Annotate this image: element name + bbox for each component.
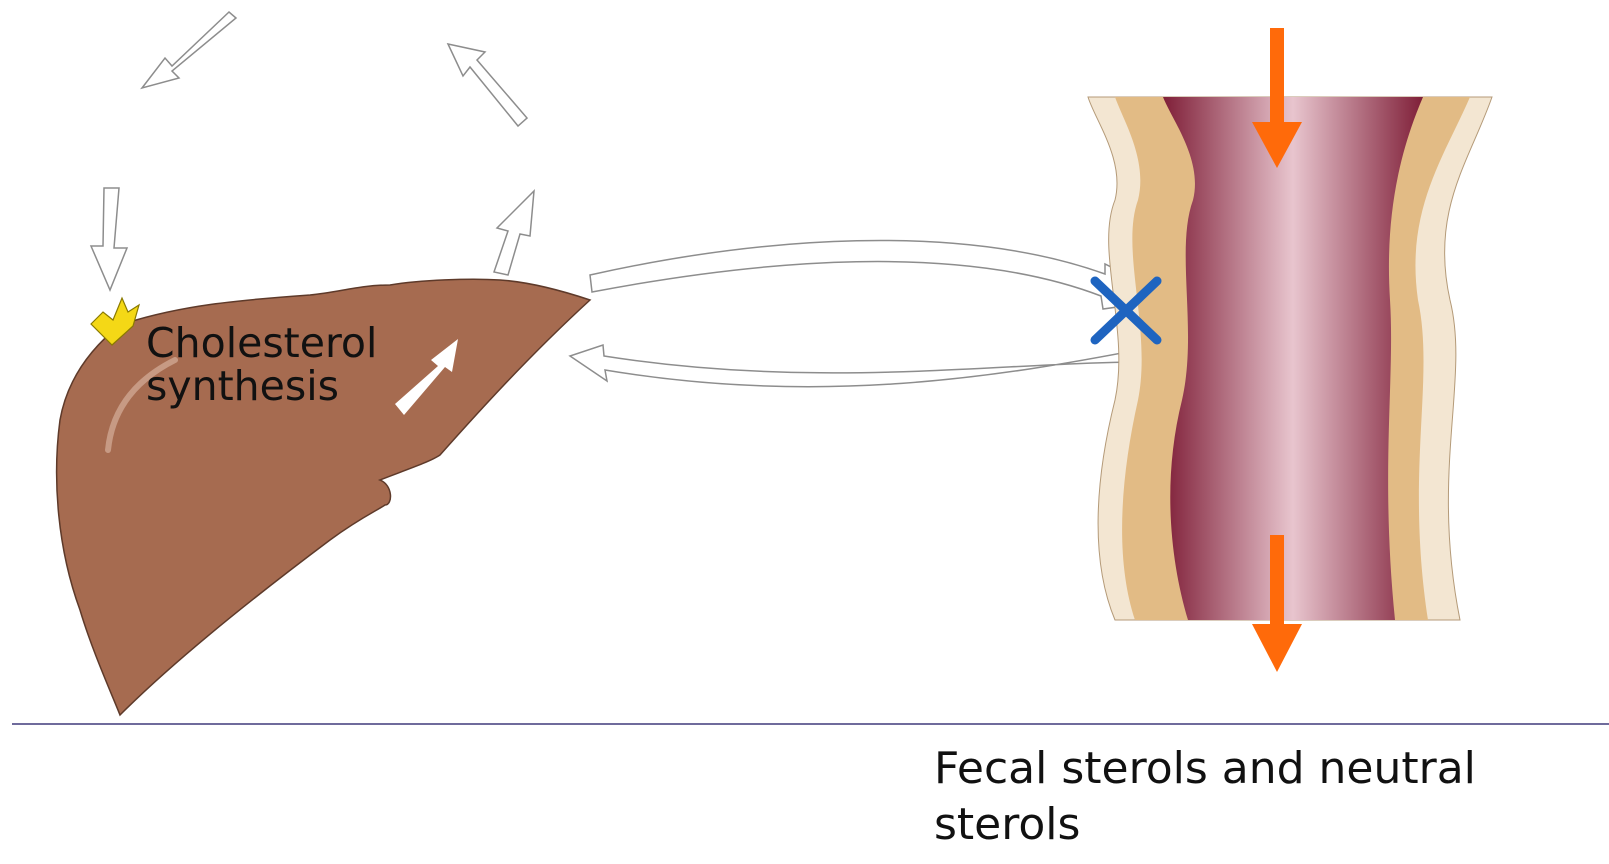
fecal-sterols-caption: Fecal sterols and neutral sterols [934, 741, 1534, 853]
caption-line1: Fecal sterols and neutral [934, 741, 1534, 797]
cholesterol-synthesis-label: Cholesterol synthesis [146, 322, 377, 408]
divider [12, 723, 1609, 725]
caption-line2: sterols [934, 797, 1534, 853]
liver-to-intestine-arrow [590, 240, 1175, 309]
intestine-to-liver-arrow [570, 345, 1148, 387]
liver-label-line2: synthesis [146, 365, 377, 408]
liver-label-line1: Cholesterol [146, 322, 377, 365]
arrow-icon [448, 44, 527, 126]
intestine-lumen [1163, 97, 1423, 620]
intestine-icon [1088, 97, 1492, 620]
arrow-icon [494, 191, 534, 275]
arrow-icon [91, 188, 127, 290]
circulation-arrows [91, 12, 534, 290]
arrow-icon [142, 12, 236, 88]
